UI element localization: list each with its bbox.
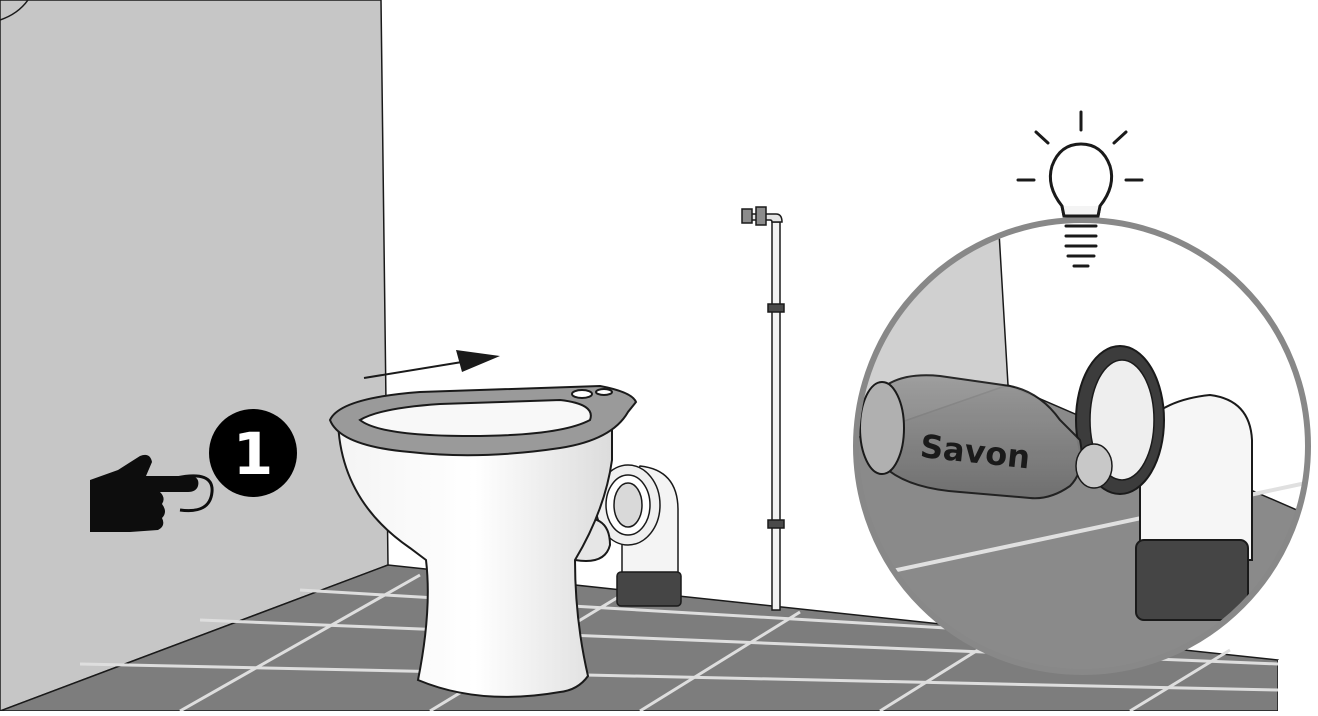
- step-number: 1: [233, 420, 273, 488]
- step-badge: 1: [209, 409, 297, 497]
